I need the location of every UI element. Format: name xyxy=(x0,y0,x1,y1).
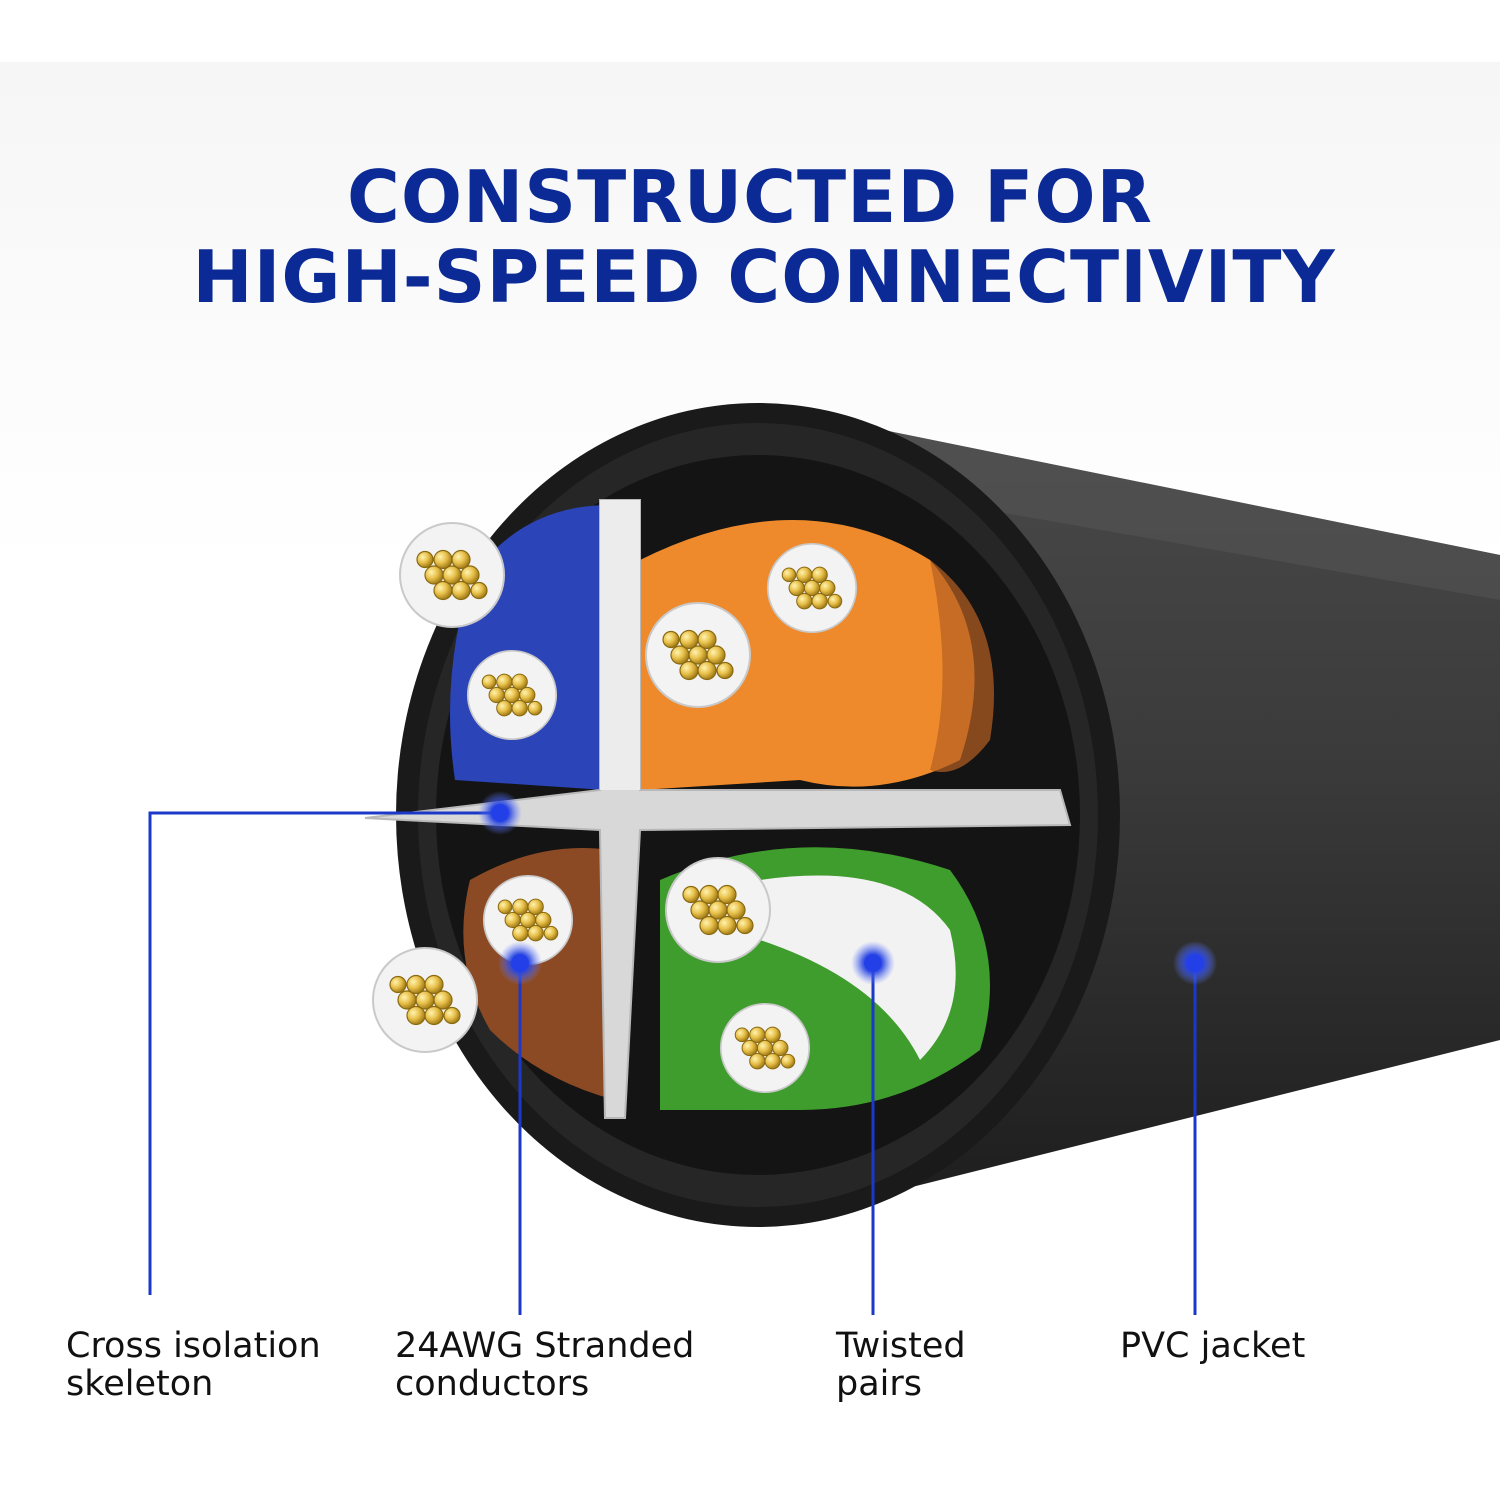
headline-line-1: CONSTRUCTED FOR xyxy=(347,155,1153,239)
callout-label-stranded-conductors: 24AWG Stranded conductors xyxy=(395,1327,694,1403)
callout-line-skeleton xyxy=(148,811,500,1295)
orange-pair xyxy=(640,520,975,790)
blue-conductor xyxy=(454,637,570,753)
callout-label-line-1: PVC jacket xyxy=(1120,1326,1306,1366)
callout-label-line-2: skeleton xyxy=(66,1364,214,1404)
top-band xyxy=(0,0,1500,62)
callout-label-line-1: Twisted xyxy=(836,1326,966,1366)
callout-label-line-2: conductors xyxy=(395,1364,590,1404)
callout-label-cross-isolation-skeleton: Cross isolation skeleton xyxy=(66,1327,321,1403)
callout-label-pvc-jacket: PVC jacket xyxy=(1120,1327,1305,1365)
callout-label-twisted-pairs: Twisted pairs xyxy=(836,1327,966,1403)
callout-dots xyxy=(478,791,1217,985)
headline-line-2: HIGH-SPEED CONNECTIVITY xyxy=(192,235,1336,319)
callout-label-line-1: Cross isolation xyxy=(66,1326,321,1366)
callout-lines xyxy=(148,811,1197,1315)
callout-label-line-2: pairs xyxy=(836,1364,923,1404)
callout-label-line-1: 24AWG Stranded xyxy=(395,1326,695,1366)
